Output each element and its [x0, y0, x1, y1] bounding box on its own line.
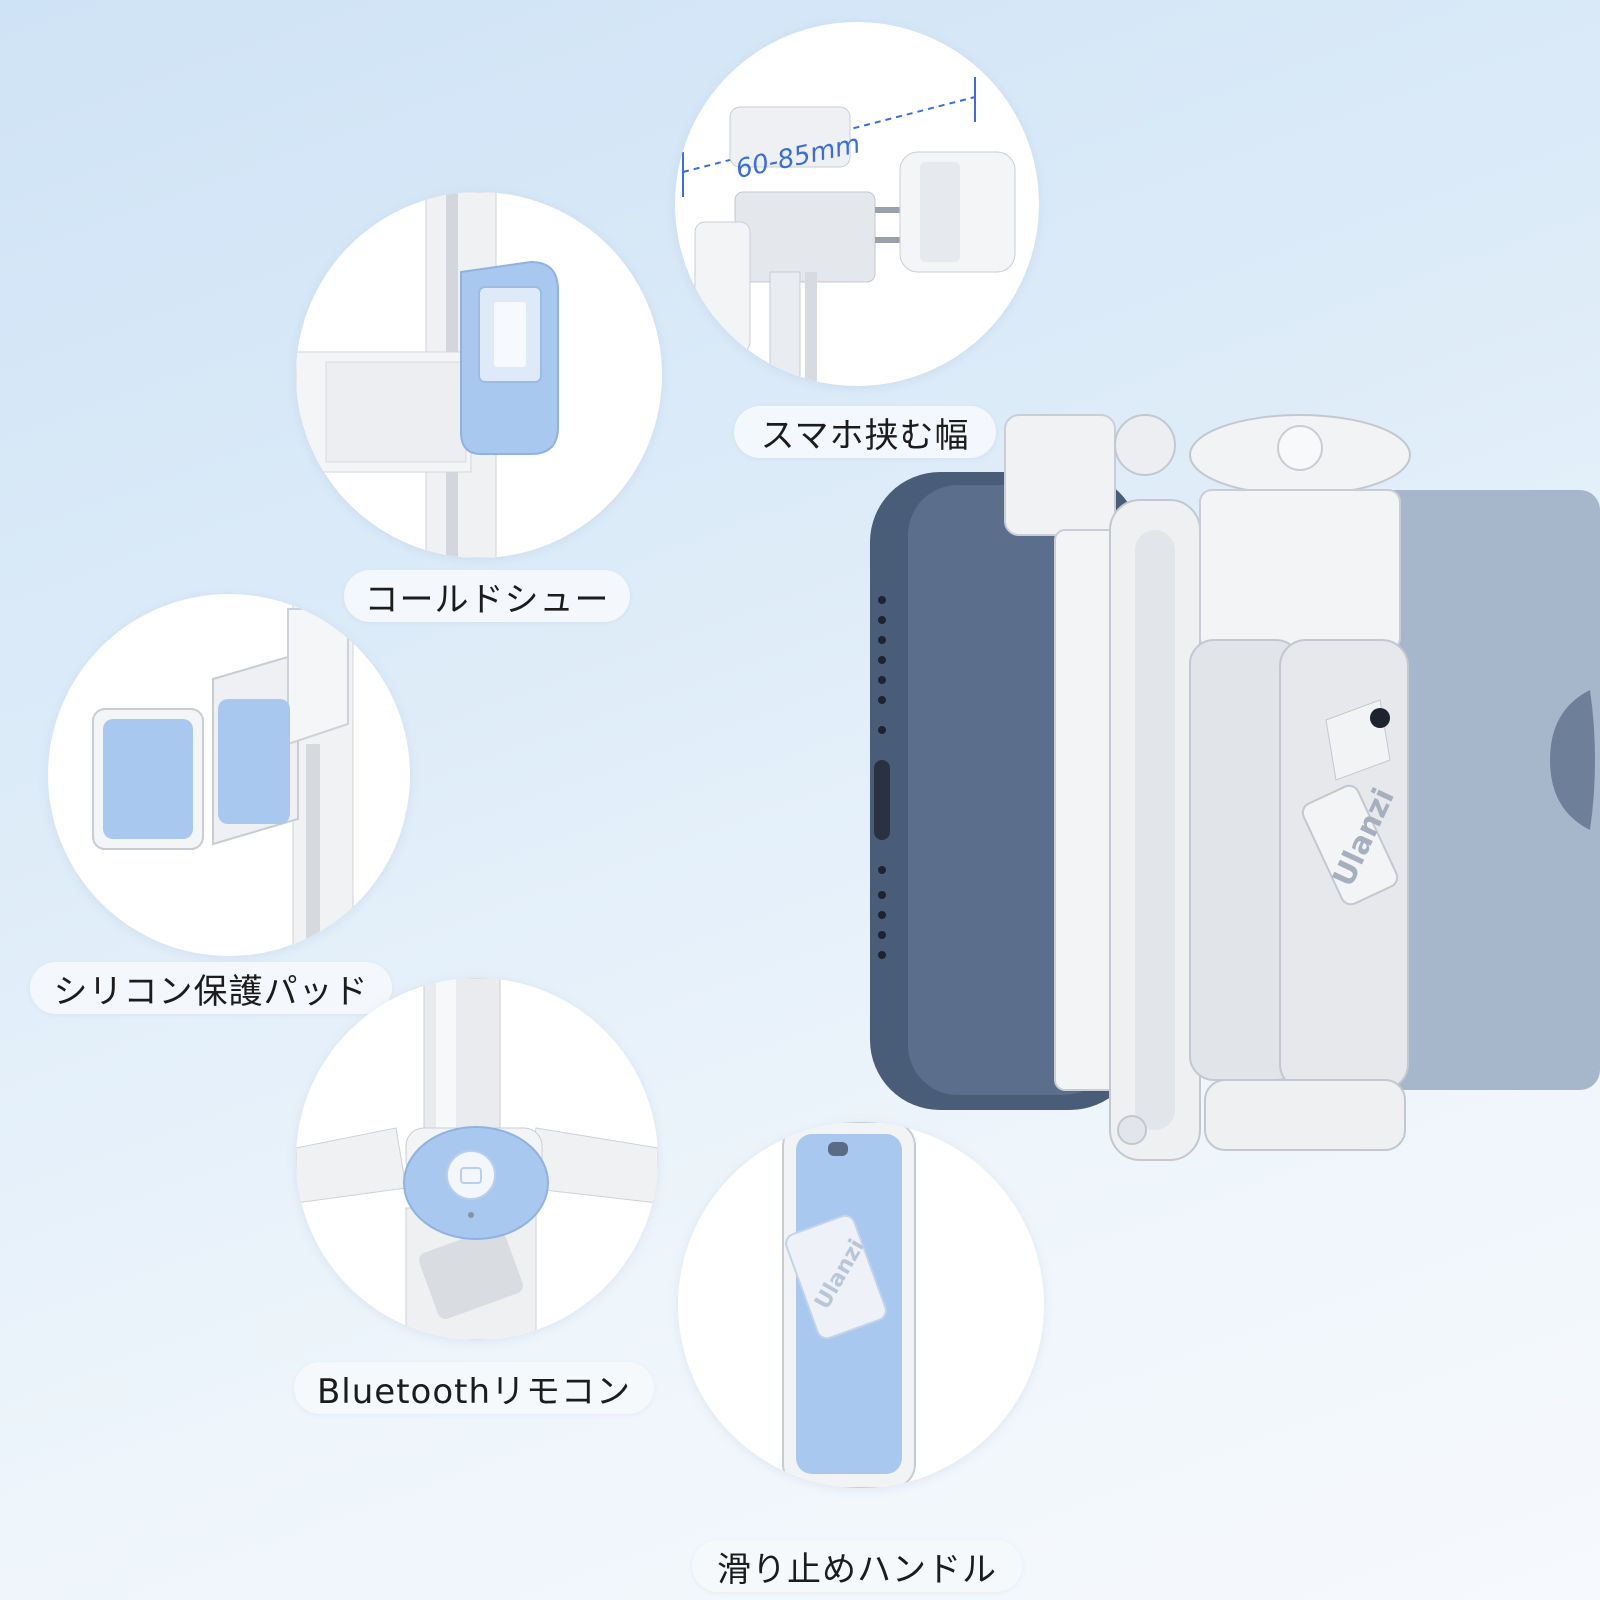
silicone-pad-illustration	[92, 594, 354, 956]
phone-width-label: スマホ挟む幅	[734, 406, 996, 458]
main-product-illustration: Ulanzi	[860, 400, 1600, 1220]
phone-width-detail-circle: 60-85mm	[675, 22, 1039, 386]
grip-illustration	[782, 1122, 916, 1488]
silicone-pad-label: シリコン保護パッド	[30, 962, 392, 1014]
grip-detail-circle: Ulanzi	[678, 1122, 1044, 1488]
silicone-pad-detail-circle	[48, 594, 410, 956]
cold-shoe-detail-circle	[296, 192, 662, 558]
cold-shoe-label: コールドシュー	[344, 570, 630, 622]
remote-illustration	[296, 978, 658, 1340]
grip-label: 滑り止めハンドル	[692, 1540, 1022, 1592]
bluetooth-remote-label: Bluetoothリモコン	[294, 1362, 654, 1414]
cold-shoe-illustration	[296, 192, 559, 558]
phone-tripod-illustration	[870, 414, 1600, 1161]
bluetooth-remote-detail-circle	[296, 978, 658, 1340]
phone-clamp-illustration	[682, 77, 1016, 386]
